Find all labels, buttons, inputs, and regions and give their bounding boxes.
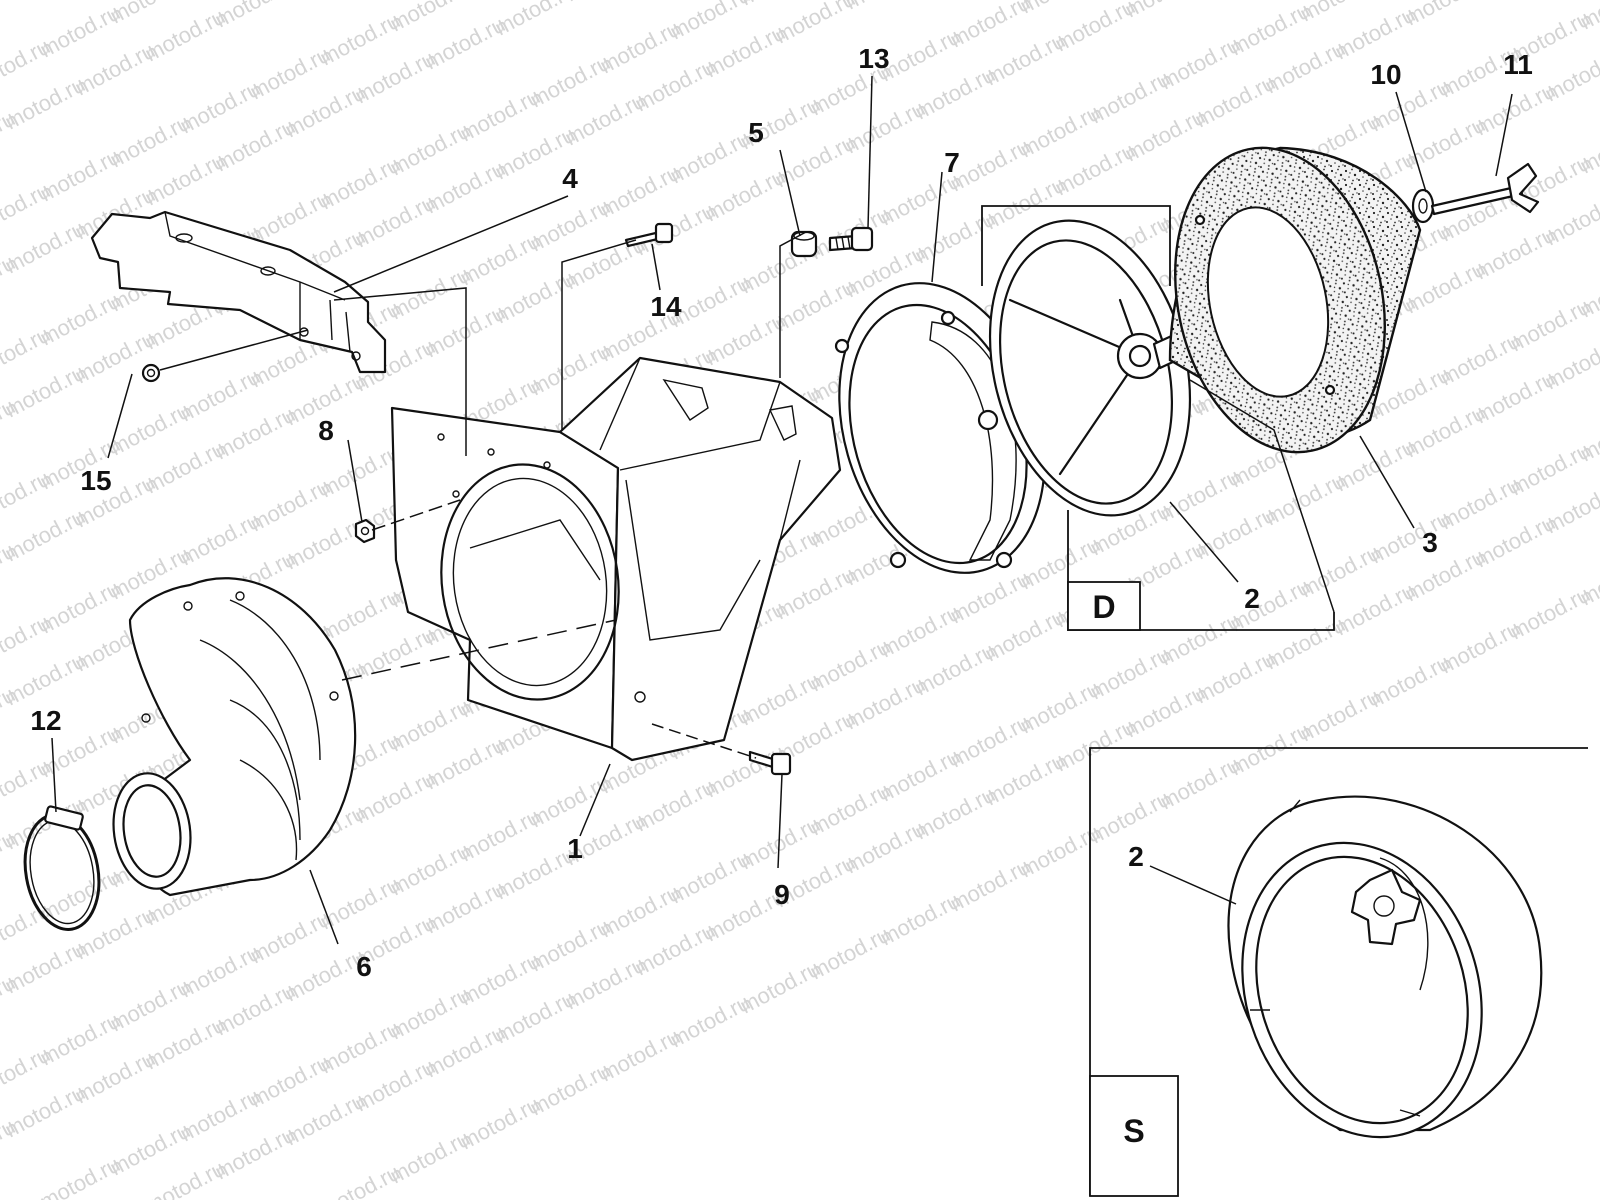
watermark-text: motod.ru	[1541, 44, 1600, 107]
watermark-text: motod.ru	[1401, 0, 1489, 30]
part-label: 10	[1370, 59, 1401, 90]
part-label: 12	[30, 705, 61, 736]
watermark-text: motod.ru	[0, 0, 19, 24]
variant-d-label: D	[1092, 589, 1115, 625]
variant-s-label: S	[1123, 1113, 1144, 1149]
leader-lines	[51, 75, 1513, 945]
nut-15-drawing	[141, 363, 161, 383]
part-number-labels: 1 2 2 3 4 5 6 7 8 9 10 11 12 13 14 15	[30, 43, 1532, 982]
part-label: 9	[774, 879, 790, 910]
watermark-text: motod.ru	[771, 0, 859, 48]
part-label: 6	[356, 951, 372, 982]
watermark-text: motod.ru	[561, 0, 649, 6]
washer-drawing	[1411, 188, 1435, 224]
nut-8-drawing	[354, 518, 376, 544]
heat-shield-drawing	[90, 210, 387, 374]
variant-s-inset	[1089, 747, 1588, 1197]
variant-d-frame	[981, 205, 1335, 631]
wing-bolt-drawing	[1430, 162, 1540, 216]
fan-housing-drawing	[390, 356, 842, 762]
watermark-text: motod.ru	[1541, 332, 1600, 395]
part-label: 13	[858, 43, 889, 74]
part-label: 4	[562, 163, 578, 194]
part-label: 2	[1244, 583, 1260, 614]
part-label: 8	[318, 415, 334, 446]
watermark-text: motod.ru	[841, 0, 929, 14]
part-label: 1	[567, 833, 583, 864]
watermark-text: motod.ru	[1541, 476, 1600, 539]
watermark-text: motod.ru	[491, 0, 579, 40]
part-label: 7	[944, 147, 960, 178]
bolt-9-drawing	[748, 750, 792, 776]
intake-duct-drawing	[112, 577, 357, 897]
stud-bolt-drawing	[624, 222, 674, 248]
part-label: 14	[650, 291, 682, 322]
watermark-text: motod.ru	[666, 0, 754, 44]
screw-13-drawing	[828, 226, 874, 252]
part-label: 2	[1128, 841, 1144, 872]
part-label: 5	[748, 117, 764, 148]
watermark-text: motod.ru	[211, 0, 299, 32]
part-label: 3	[1422, 527, 1438, 558]
spacer-drawing	[790, 230, 818, 258]
watermark-text: motod.ru	[1541, 188, 1600, 251]
foam-filter-drawing	[1168, 146, 1422, 454]
watermark-text: motod.ru	[1121, 0, 1209, 22]
part-label: 11	[1503, 49, 1533, 80]
part-label: 15	[80, 465, 111, 496]
hose-clamp-drawing	[23, 805, 101, 931]
